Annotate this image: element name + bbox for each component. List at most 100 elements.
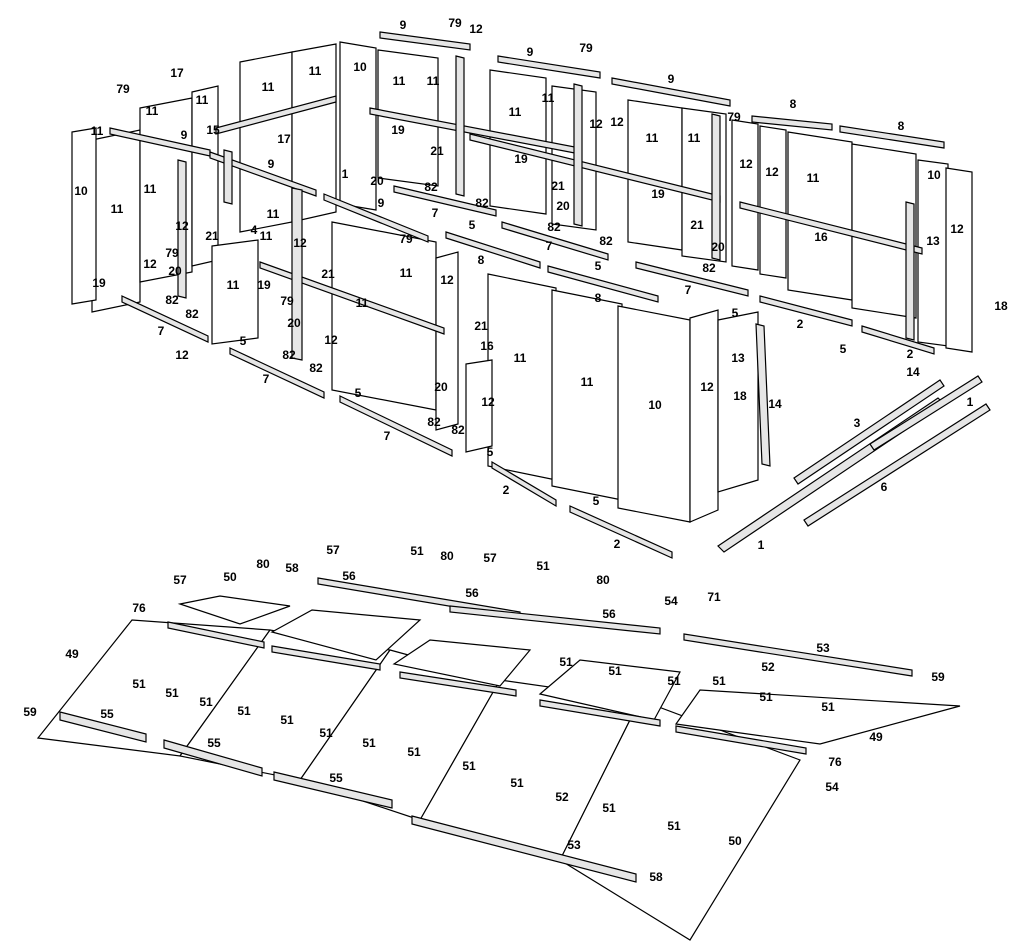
label-part-18-b: 18 bbox=[733, 389, 747, 403]
label-part-20-a: 20 bbox=[370, 174, 384, 188]
label-part-51-o: 51 bbox=[667, 819, 681, 833]
label-part-57-a: 57 bbox=[173, 573, 187, 587]
label-part-56-a: 56 bbox=[342, 569, 356, 583]
label-part-52-a: 52 bbox=[555, 790, 569, 804]
label-part-20-f: 20 bbox=[434, 380, 448, 394]
label-part-8-a: 8 bbox=[789, 97, 797, 111]
label-part-53-a: 53 bbox=[816, 641, 830, 655]
label-part-12-m: 12 bbox=[481, 395, 495, 409]
label-part-16-a: 16 bbox=[814, 230, 828, 244]
label-part-11-e: 11 bbox=[426, 74, 440, 88]
label-part-80-c: 80 bbox=[596, 573, 610, 587]
label-part-2-a: 2 bbox=[796, 317, 804, 331]
label-part-82-c: 82 bbox=[547, 220, 561, 234]
label-part-79-a: 79 bbox=[448, 16, 462, 30]
label-part-11-d: 11 bbox=[392, 74, 406, 88]
label-part-79-d: 79 bbox=[727, 110, 741, 124]
label-part-9-c: 9 bbox=[667, 72, 675, 86]
label-part-10-c: 10 bbox=[74, 184, 88, 198]
label-part-10-a: 10 bbox=[353, 60, 367, 74]
label-part-1-b: 1 bbox=[966, 395, 974, 409]
label-part-9-a: 9 bbox=[399, 18, 407, 32]
label-part-55-a: 55 bbox=[100, 707, 114, 721]
label-part-82-j: 82 bbox=[427, 415, 441, 429]
label-part-11-a: 11 bbox=[261, 80, 275, 94]
label-part-13-a: 13 bbox=[926, 234, 940, 248]
label-part-57-b: 57 bbox=[326, 543, 340, 557]
label-part-82-f: 82 bbox=[165, 293, 179, 307]
label-part-79-c: 79 bbox=[116, 82, 130, 96]
label-part-11-j: 11 bbox=[145, 104, 159, 118]
label-part-82-g: 82 bbox=[185, 307, 199, 321]
label-part-17-b: 17 bbox=[277, 132, 291, 146]
label-part-51-k: 51 bbox=[462, 759, 476, 773]
label-part-6: 6 bbox=[880, 480, 888, 494]
label-part-79-g: 79 bbox=[280, 294, 294, 308]
label-part-51-q: 51 bbox=[667, 674, 681, 688]
wall-assembly bbox=[71, 31, 991, 559]
label-part-21-f: 21 bbox=[474, 319, 488, 333]
label-part-79-f: 79 bbox=[399, 232, 413, 246]
label-part-8-c: 8 bbox=[477, 253, 485, 267]
label-part-5-d: 5 bbox=[839, 342, 847, 356]
label-part-82-h: 82 bbox=[282, 348, 296, 362]
label-part-11-m: 11 bbox=[110, 202, 124, 216]
label-part-9-b: 9 bbox=[526, 45, 534, 59]
label-part-53-b: 53 bbox=[567, 838, 581, 852]
label-part-20-b: 20 bbox=[556, 199, 570, 213]
label-part-4: 4 bbox=[250, 223, 258, 237]
label-part-7-b: 7 bbox=[545, 239, 553, 253]
label-part-20-c: 20 bbox=[711, 240, 725, 254]
label-part-59-b: 59 bbox=[931, 670, 945, 684]
label-part-12-g: 12 bbox=[143, 257, 157, 271]
label-part-14-b: 14 bbox=[768, 397, 782, 411]
label-part-20-d: 20 bbox=[168, 264, 182, 278]
label-part-12-k: 12 bbox=[324, 333, 338, 347]
label-part-11-f: 11 bbox=[508, 105, 522, 119]
label-part-9-d: 9 bbox=[180, 128, 188, 142]
label-part-19-a: 19 bbox=[391, 123, 405, 137]
label-part-21-a: 21 bbox=[430, 144, 444, 158]
label-part-12-b: 12 bbox=[589, 117, 603, 131]
label-part-51-i: 51 bbox=[362, 736, 376, 750]
label-part-8-b: 8 bbox=[897, 119, 905, 133]
label-part-79-b: 79 bbox=[579, 41, 593, 55]
label-part-5-c: 5 bbox=[731, 306, 739, 320]
label-part-8-d: 8 bbox=[594, 291, 602, 305]
label-part-21-e: 21 bbox=[321, 267, 335, 281]
label-part-50-b: 50 bbox=[728, 834, 742, 848]
label-part-11-q: 11 bbox=[226, 278, 240, 292]
label-part-10-d: 10 bbox=[648, 398, 662, 412]
label-part-58-b: 58 bbox=[649, 870, 663, 884]
label-part-2-c: 2 bbox=[502, 483, 510, 497]
label-part-11-k: 11 bbox=[90, 124, 104, 138]
label-part-12-d: 12 bbox=[739, 157, 753, 171]
label-part-56-c: 56 bbox=[602, 607, 616, 621]
label-part-11-b: 11 bbox=[308, 64, 322, 78]
label-part-12-c: 12 bbox=[610, 115, 624, 129]
label-part-11-r: 11 bbox=[355, 296, 369, 310]
label-part-17-a: 17 bbox=[170, 66, 184, 80]
label-part-20-e: 20 bbox=[287, 316, 301, 330]
label-part-51-t: 51 bbox=[821, 700, 835, 714]
label-part-51-s: 51 bbox=[759, 690, 773, 704]
label-part-51-m: 51 bbox=[559, 655, 573, 669]
label-part-51-c: 51 bbox=[132, 677, 146, 691]
label-part-16-b: 16 bbox=[480, 339, 494, 353]
label-part-55-b: 55 bbox=[207, 736, 221, 750]
label-part-11-i: 11 bbox=[687, 131, 701, 145]
label-part-51-d: 51 bbox=[165, 686, 179, 700]
label-part-21-b: 21 bbox=[551, 179, 565, 193]
label-part-11-n: 11 bbox=[143, 182, 157, 196]
label-part-82-i: 82 bbox=[309, 361, 323, 375]
label-part-50-a: 50 bbox=[223, 570, 237, 584]
label-part-5-e: 5 bbox=[239, 334, 247, 348]
label-part-19-d: 19 bbox=[92, 276, 106, 290]
label-part-19-e: 19 bbox=[257, 278, 271, 292]
label-part-1-c: 1 bbox=[757, 538, 765, 552]
label-part-54-a: 54 bbox=[664, 594, 678, 608]
label-part-9-e: 9 bbox=[267, 157, 275, 171]
label-part-49-a: 49 bbox=[65, 647, 79, 661]
label-part-76-b: 76 bbox=[828, 755, 842, 769]
label-part-11-c: 11 bbox=[195, 93, 209, 107]
